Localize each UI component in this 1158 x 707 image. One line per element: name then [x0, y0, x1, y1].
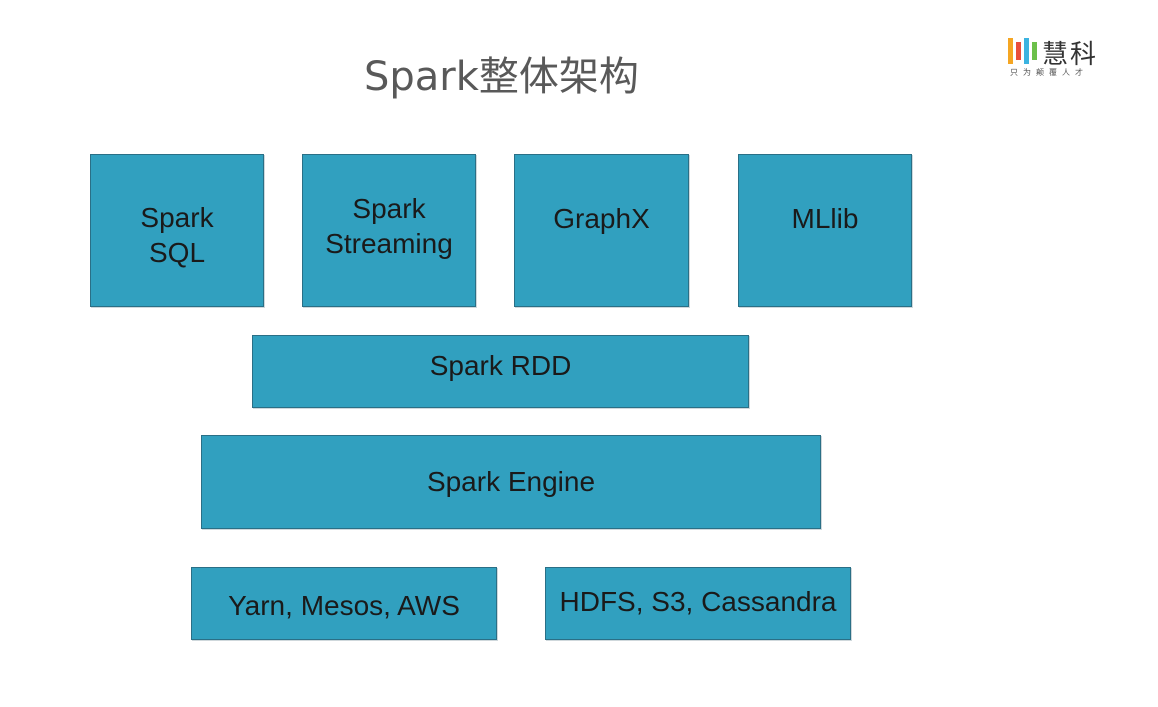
cluster-manager-box: Yarn, Mesos, AWS: [191, 567, 497, 640]
spark-streaming-label: Spark Streaming: [325, 193, 453, 259]
mllib-label: MLlib: [791, 203, 859, 234]
brand-logo: 慧科 只为颠覆人才: [1008, 36, 1120, 80]
storage-label: HDFS, S3, Cassandra: [559, 586, 837, 617]
logo-name: 慧科: [1042, 40, 1099, 70]
logo-slogan: 只为颠覆人才: [1010, 68, 1088, 77]
mllib-box: MLlib: [738, 154, 912, 307]
storage-box: HDFS, S3, Cassandra: [545, 567, 851, 640]
spark-streaming-box: Spark Streaming: [302, 154, 476, 307]
spark-rdd-label: Spark RDD: [429, 350, 572, 381]
spark-sql-box: Spark SQL: [90, 154, 264, 307]
cluster-manager-label: Yarn, Mesos, AWS: [228, 590, 460, 621]
slide-title: Spark整体架构: [364, 54, 639, 100]
spark-engine-label: Spark Engine: [426, 466, 596, 497]
spark-rdd-box: Spark RDD: [252, 335, 749, 408]
graphx-label: GraphX: [553, 203, 650, 234]
spark-sql-label: Spark SQL: [140, 202, 214, 268]
graphx-box: GraphX: [514, 154, 689, 307]
logo-bars-icon: [1008, 38, 1038, 64]
spark-engine-box: Spark Engine: [201, 435, 821, 529]
